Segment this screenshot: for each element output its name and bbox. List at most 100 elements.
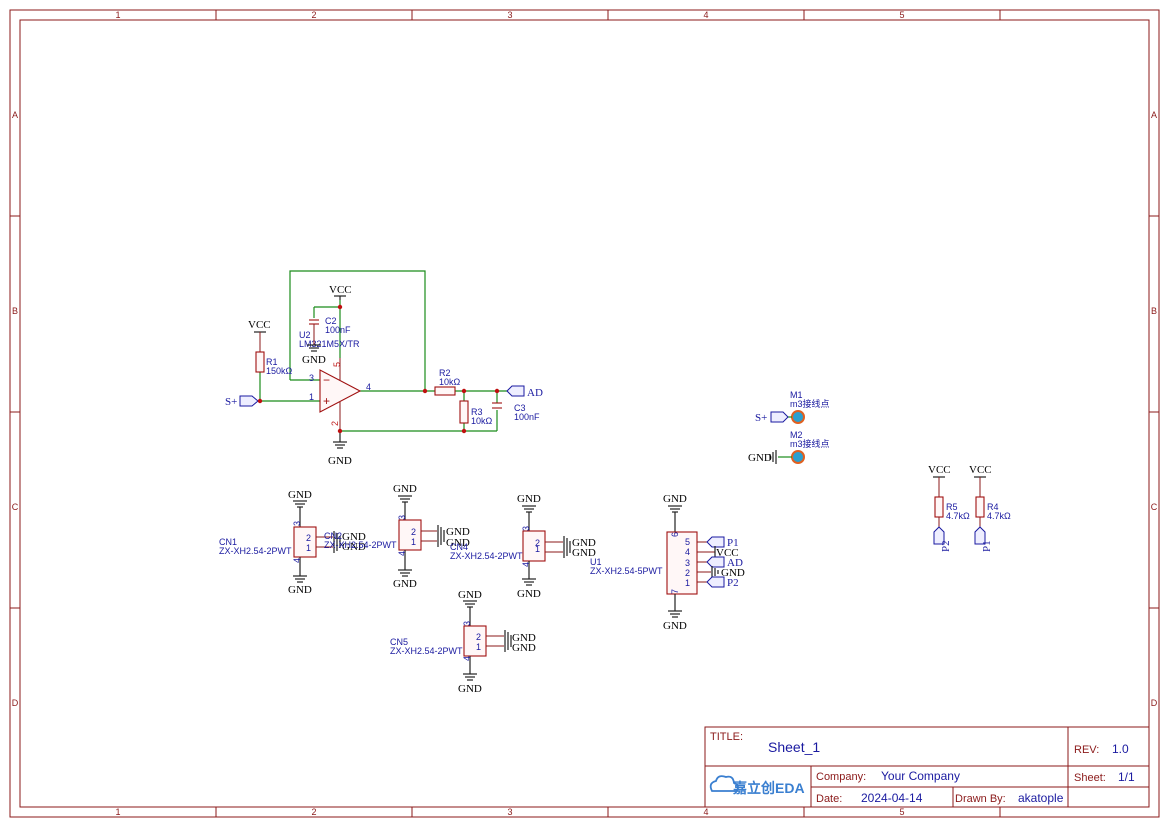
p2-port-r5[interactable] — [933, 526, 945, 545]
sheet-value: 1/1 — [1118, 770, 1135, 784]
gnd-symbol-c2 — [307, 344, 321, 352]
zone-col-4-top: 4 — [703, 10, 708, 20]
feedback-wire[interactable] — [289, 270, 426, 391]
resistor-r1[interactable] — [255, 351, 265, 373]
connector-u1[interactable]: GND GND 6 5 4 3 2 1 7 P1 VCC AD GND P2 U… — [590, 493, 745, 632]
title-block: TITLE: Sheet_1 REV: 1.0 嘉立创EDA Company: … — [704, 726, 1150, 808]
gnd-label-cn1-pin2: GND — [342, 531, 366, 543]
svg-text:4: 4 — [292, 558, 302, 563]
s-plus-port[interactable] — [239, 395, 259, 407]
cn1-ref: CN1 — [219, 537, 237, 547]
svg-text:4: 4 — [521, 562, 531, 567]
resistor-r3[interactable] — [459, 400, 469, 424]
u1-ref: U1 — [590, 557, 602, 567]
jlc-eda-logo: 嘉立创EDA — [709, 775, 805, 796]
ad-label: AD — [527, 387, 543, 399]
vcc-label-r1: VCC — [248, 319, 271, 331]
svg-text:1: 1 — [306, 543, 311, 553]
u2-ref: U2 — [299, 330, 311, 340]
svg-text:1: 1 — [411, 537, 416, 547]
gnd-label-u1-bottom: GND — [663, 620, 687, 632]
zone-col-2-bottom: 2 — [311, 807, 316, 817]
r4-value: 4.7kΩ — [987, 511, 1011, 521]
zone-col-1-top: 1 — [115, 10, 120, 20]
cn2-value: ZX-XH2.54-2PWT — [324, 540, 397, 550]
u1-pin-4: 4 — [685, 547, 690, 557]
connector-cn2[interactable]: GND GND 3 2 1 4 GND GND CN2 ZX-XH2.54-2P… — [324, 483, 470, 590]
gnd-label-u2: GND — [328, 455, 352, 467]
sheet-title: Sheet_1 — [768, 739, 820, 755]
cn1-value: ZX-XH2.54-2PWT — [219, 546, 292, 556]
gnd-label-cn4-pin1: GND — [572, 547, 596, 559]
cn4-ref: CN4 — [450, 542, 468, 552]
r5-ref: R5 — [946, 502, 958, 512]
m1-s-plus-port[interactable] — [770, 411, 789, 423]
zone-row-a-right: A — [1151, 110, 1157, 120]
p2-label-r5: P2 — [940, 540, 952, 552]
cloud-logo-icon — [709, 775, 739, 792]
mount-hole-m2[interactable] — [791, 450, 805, 464]
connector-cn1[interactable]: GND GND 3 2 1 4 GND GND CN1 ZX-XH2.54-2P… — [219, 489, 366, 596]
u1-ad-port[interactable] — [706, 556, 725, 568]
zone-col-5-top: 5 — [899, 10, 904, 20]
gnd-label-cn1-pin1: GND — [342, 541, 366, 553]
zone-row-d-left: D — [12, 698, 19, 708]
gnd-symbol-m2 — [769, 450, 777, 464]
title-key: TITLE: — [710, 731, 743, 743]
company-value: Your Company — [881, 769, 960, 783]
u1-pin-5: 5 — [685, 537, 690, 547]
zone-col-1-bottom: 1 — [115, 807, 120, 817]
gnd-label-cn1-bottom: GND — [288, 584, 312, 596]
s-plus-label: S+ — [225, 396, 237, 408]
r1-ref: R1 — [266, 357, 278, 367]
gnd-label-c2: GND — [302, 354, 326, 366]
r2-value: 10kΩ — [439, 377, 461, 387]
u1-gnd-label: GND — [721, 567, 745, 579]
gnd-label-cn2-bottom: GND — [393, 578, 417, 590]
connector-cn5[interactable]: GND GND 3 2 1 4 GND GND CN5 ZX-XH2.54-2P… — [390, 589, 536, 695]
p1-port-r4[interactable] — [974, 526, 986, 545]
u2-pin-1: 1 — [309, 392, 314, 402]
zone-col-5-bottom: 5 — [899, 807, 904, 817]
svg-text:4: 4 — [397, 551, 407, 556]
r1-value: 150kΩ — [266, 366, 293, 376]
gnd-label-cn5-bottom: GND — [458, 683, 482, 695]
svg-text:1: 1 — [535, 544, 540, 554]
resistor-r4[interactable] — [975, 496, 985, 518]
mounting-points: M1 m3接线点 S+ M2 m3接线点 GND — [748, 390, 830, 464]
u1-vcc-label: VCC — [716, 547, 739, 559]
ad-port[interactable] — [506, 385, 525, 397]
u1-p2-port[interactable] — [706, 576, 725, 588]
c2-ref: C2 — [325, 316, 337, 326]
company-key: Company: — [816, 771, 866, 783]
u1-value: ZX-XH2.54-5PWT — [590, 566, 663, 576]
gnd-label-cn5-top: GND — [458, 589, 482, 601]
r2-ref: R2 — [439, 368, 451, 378]
r4-ref: R4 — [987, 502, 999, 512]
zone-col-3-top: 3 — [507, 10, 512, 20]
svg-text:2: 2 — [411, 527, 416, 537]
vcc-label-r4: VCC — [969, 464, 992, 476]
opamp-circuit: − + 3 1 4 5 2 U2 LM321M5X/TR VCC C2 100n… — [225, 270, 543, 467]
svg-text:3: 3 — [292, 521, 302, 526]
pullup-resistors: VCC R5 4.7kΩ P2 VCC R4 4.7kΩ P1 — [928, 464, 1011, 552]
cn4-value: ZX-XH2.54-2PWT — [450, 551, 523, 561]
mount-hole-m1[interactable] — [791, 410, 805, 424]
resistor-r5[interactable] — [934, 496, 944, 518]
zone-col-3-bottom: 3 — [507, 807, 512, 817]
u1-p1-label: P1 — [727, 537, 739, 549]
gnd-label-cn5-pin2: GND — [512, 632, 536, 644]
gnd-label-cn2-pin1: GND — [446, 537, 470, 549]
zone-row-c-left: C — [12, 502, 19, 512]
u1-pin-2: 2 — [685, 568, 690, 578]
u1-pin-6: 6 — [670, 532, 680, 537]
u1-pin-7: 7 — [670, 589, 680, 594]
resistor-r2[interactable] — [434, 386, 456, 396]
connector-cn4[interactable]: GND GND 3 2 1 4 GND GND CN4 ZX-XH2.54-2P… — [450, 493, 596, 600]
zone-col-2-top: 2 — [311, 10, 316, 20]
cn5-value: ZX-XH2.54-2PWT — [390, 646, 463, 656]
svg-text:4: 4 — [462, 656, 472, 661]
u1-p1-port[interactable] — [706, 536, 725, 548]
cn5-ref: CN5 — [390, 637, 408, 647]
